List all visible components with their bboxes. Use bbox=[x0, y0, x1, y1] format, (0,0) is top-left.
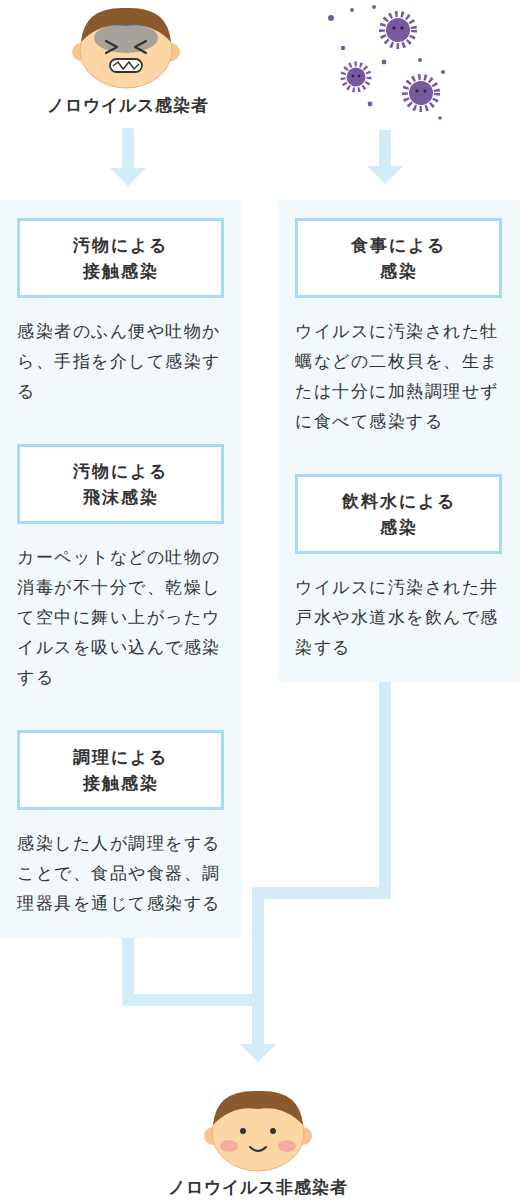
route-card: 食事による感染ウイルスに汚染された牡蠣などの二枚貝を、生または十分に加熱調理せず… bbox=[278, 200, 520, 456]
description-text: 感染者のふん便や吐物から、手指を介して感染する bbox=[17, 316, 224, 406]
flow-arrow bbox=[367, 130, 403, 184]
description-text: ウイルスに汚染された牡蠣などの二枚貝を、生または十分に加熱調理せずに食べて感染す… bbox=[295, 316, 502, 436]
heading-text: 汚物による接触感染 bbox=[69, 232, 172, 284]
heading-text: 飲料水による感染 bbox=[338, 488, 460, 540]
person-node: ノロウイルス非感染者 bbox=[158, 1064, 358, 1198]
sick-face bbox=[72, 8, 180, 88]
route-card: 汚物による接触感染感染者のふん便や吐物から、手指を介して感染する bbox=[0, 200, 242, 426]
route-card: 飲料水による感染ウイルスに汚染された井戸水や水道水を飲んで感染する bbox=[278, 456, 520, 682]
route-card: 調理による接触感染感染した人が調理をすることで、食品や食器、調理器具を通じて感染… bbox=[0, 712, 242, 938]
heading-text: 汚物による飛沫感染 bbox=[69, 458, 172, 510]
person-label: ノロウイルス非感染者 bbox=[158, 1176, 358, 1198]
heading-box: 飲料水による感染 bbox=[295, 474, 502, 554]
flow-arrow bbox=[110, 128, 146, 186]
heading-text: 食事による感染 bbox=[347, 232, 450, 284]
description-text: ウイルスに汚染された井戸水や水道水を飲んで感染する bbox=[295, 572, 502, 662]
heading-box: 食事による感染 bbox=[295, 218, 502, 298]
panel-background bbox=[0, 200, 242, 938]
heading-box: 調理による接触感染 bbox=[17, 730, 224, 810]
heading-box: 汚物による飛沫感染 bbox=[17, 444, 224, 524]
virus-cluster bbox=[328, 5, 445, 120]
heading-box: 汚物による接触感染 bbox=[17, 218, 224, 298]
heading-text: 調理による接触感染 bbox=[69, 744, 172, 796]
person-label: ノロウイルス感染者 bbox=[28, 94, 228, 116]
route-card: 汚物による飛沫感染カーペットなどの吐物の消毒が不十分で、乾燥して空中に舞い上がっ… bbox=[0, 426, 242, 712]
person-node: ノロウイルス感染者 bbox=[28, 0, 228, 116]
description-text: 感染した人が調理をすることで、食品や食器、調理器具を通じて感染する bbox=[17, 828, 224, 918]
description-text: カーペットなどの吐物の消毒が不十分で、乾燥して空中に舞い上がったウイルスを吸い込… bbox=[17, 542, 224, 692]
healthy-face bbox=[204, 1091, 312, 1171]
flow-arrow bbox=[240, 682, 385, 1062]
